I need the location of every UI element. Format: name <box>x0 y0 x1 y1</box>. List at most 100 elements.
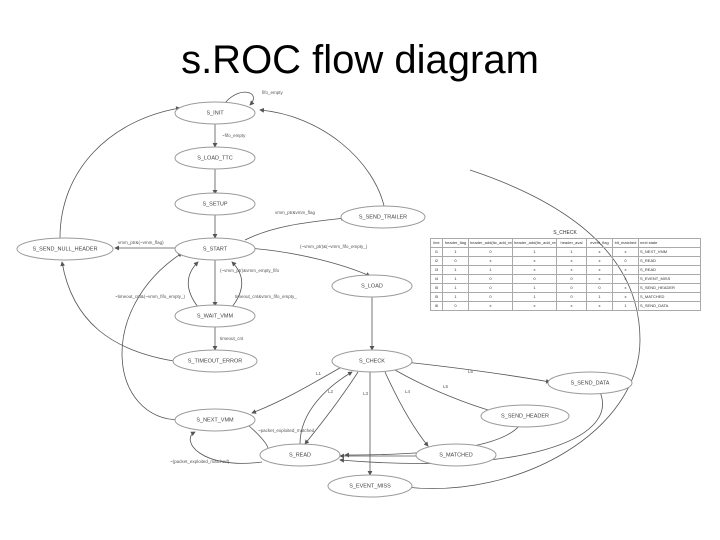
table-cell: 1 <box>442 265 469 275</box>
node-label: S_TIMEOUT_ERROR <box>188 358 242 364</box>
col-header: header_avai <box>556 238 587 248</box>
col-header: header_add(ttc_add_reg) <box>468 238 513 248</box>
node-s-load-ttc: S_LOAD_TTC <box>174 146 256 170</box>
table-cell: l3 <box>430 265 443 275</box>
label-wait-right: timeout_cnt&vmm_fifo_empty_ <box>235 294 297 299</box>
node-label: S_MATCHED <box>439 452 473 458</box>
node-s-setup: S_SETUP <box>174 192 256 216</box>
table-cell: 1 <box>556 247 587 257</box>
label-l4: L4 <box>405 389 411 394</box>
label-l3: L3 <box>363 391 369 396</box>
node-s-send-header: S_SEND_HEADER <box>480 404 570 428</box>
node-s-send-data: S_SEND_DATA <box>547 371 633 395</box>
node-label: S_LOAD <box>361 283 383 289</box>
edge-check-to-send-header <box>394 369 496 414</box>
table-cell: S_MATCHED <box>638 292 701 302</box>
table-cell: x <box>586 274 613 284</box>
table-cell: 1 <box>442 283 469 293</box>
table-cell: x <box>512 256 557 266</box>
table-cell: 1 <box>442 292 469 302</box>
label-to-trailer: vmm_ptr&vmm_flag <box>275 210 316 215</box>
check-table-grid: line header_flag header_add(ttc_add_reg)… <box>430 238 701 311</box>
node-s-wait-vmm: S_WAIT_VMM <box>174 304 256 328</box>
edge-wait-loop-right <box>231 261 243 308</box>
node-s-load: S_LOAD <box>331 274 413 298</box>
edges <box>59 91 641 489</box>
label-start-to-load: (~vmm_ptr)&(~vmm_fifo_empty_) <box>300 244 368 249</box>
node-label: S_SEND_DATA <box>571 380 610 386</box>
table-cell: 1 <box>468 265 513 275</box>
table-cell: 0 <box>468 283 513 293</box>
table-cell: x <box>586 256 613 266</box>
table-cell: 1 <box>512 292 557 302</box>
edge-check-to-next-vmm <box>251 364 346 414</box>
table-cell: S_SEND_HEADER <box>638 283 701 293</box>
label-l5: L5 <box>443 384 449 389</box>
table-cell: 1 <box>512 283 557 293</box>
node-label: S_LOAD_TTC <box>197 155 232 161</box>
edge-trailer-to-init <box>259 107 386 211</box>
label-null-header: vmm_ptr&(~vmm_flag) <box>118 240 164 245</box>
table-cell: S_READ <box>638 265 701 275</box>
node-label: S_START <box>203 246 228 252</box>
table-cell: x <box>556 256 587 266</box>
table-cell: 0 <box>468 247 513 257</box>
node-s-event-miss: S_EVENT_MISS <box>327 474 413 498</box>
node-s-send-null-header: S_SEND_NULL_HEADER <box>16 237 114 261</box>
label-start-to-wait: (~vmm_ptr)&vmm_empty_fifo <box>220 268 280 273</box>
node-label: S_EVENT_MISS <box>349 483 391 489</box>
table-cell: x <box>586 247 613 257</box>
edge-start-to-trailer <box>244 216 346 241</box>
label-wait-left: ~timeout_cnt&(~vmm_fifo_empty_) <box>115 294 186 299</box>
table-cell: x <box>586 265 613 275</box>
node-s-check: S_CHECK <box>331 349 413 373</box>
label-l6: L6 <box>468 369 474 374</box>
label-timeout: timeout_cnt <box>220 336 244 341</box>
node-s-next-vmm: S_NEXT_VMM <box>174 408 256 432</box>
node-label: S_WAIT_VMM <box>197 313 234 319</box>
edge-wait-loop-left <box>187 261 199 308</box>
col-header: next state <box>638 238 701 248</box>
check-table-title: S_CHECK <box>553 230 577 236</box>
node-s-read: S_READ <box>259 443 341 467</box>
node-label: S_SEND_TRAILER <box>359 214 407 220</box>
table-cell: S_READ <box>638 256 701 266</box>
table-cell: 1 <box>612 301 639 311</box>
col-header: header_add(ttc_add_reg) <box>512 238 557 248</box>
edge-init-self <box>224 91 255 106</box>
edge-start-to-load <box>247 247 371 277</box>
col-header: header_flag <box>442 238 469 248</box>
table-cell: 0 <box>468 292 513 302</box>
label-read: ~(packet_exploited_matched) <box>170 459 230 464</box>
table-cell: 0 <box>442 256 469 266</box>
table-cell: S_EVENT_MISS <box>638 274 701 284</box>
node-label: S_SEND_NULL_HEADER <box>32 246 97 252</box>
edge-event-miss-loop <box>404 169 641 489</box>
edge-null-header-to-init <box>59 106 181 239</box>
table-cell: S_NEXT_VMM <box>638 247 701 257</box>
table-cell: l1 <box>430 247 443 257</box>
table-cell: 0 <box>612 256 639 266</box>
edge-timeout-to-null-header <box>60 261 181 363</box>
node-s-start: S_START <box>174 237 256 261</box>
table-cell: l6 <box>430 301 443 311</box>
table-cell: x <box>556 301 587 311</box>
label-next-vmm: ~packet_exploited_matched <box>258 428 315 433</box>
table-cell: x <box>468 256 513 266</box>
label-l2: L2 <box>328 389 334 394</box>
edge-check-to-matched <box>384 371 429 447</box>
table-cell: x <box>512 301 557 311</box>
label-init-self: fifo_empty <box>262 90 284 95</box>
table-cell: 1 <box>442 274 469 284</box>
table-cell: x <box>468 301 513 311</box>
node-s-init: S_INIT <box>174 101 256 125</box>
table-cell: x <box>586 301 613 311</box>
node-s-matched: S_MATCHED <box>415 443 497 467</box>
table-cell: 0 <box>512 274 557 284</box>
